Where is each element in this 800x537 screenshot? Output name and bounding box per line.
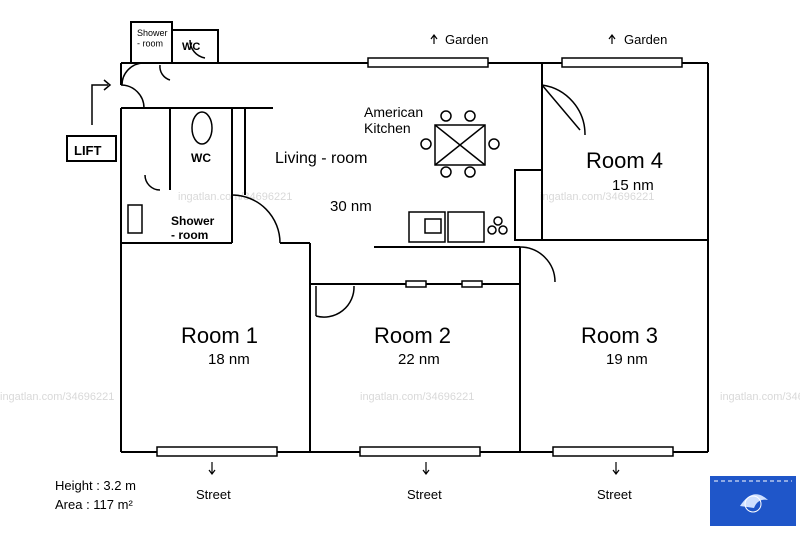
doors bbox=[120, 39, 586, 318]
shower-top-label: Shower- room bbox=[137, 28, 168, 48]
living-room-area: 30 nm bbox=[330, 198, 372, 215]
watermark: ingatlan.com/34696221 bbox=[0, 391, 114, 403]
watermark: ingatlan.com/34696221 bbox=[720, 391, 800, 403]
room3-area: 19 nm bbox=[606, 351, 648, 368]
lift-label: LIFT bbox=[74, 143, 101, 158]
agency-logo bbox=[710, 476, 796, 526]
room4-label: Room 4 bbox=[586, 148, 663, 173]
room1-area: 18 nm bbox=[208, 351, 250, 368]
dining-table bbox=[420, 110, 500, 178]
street-label-2: Street bbox=[407, 487, 442, 502]
street-label-1: Street bbox=[196, 487, 231, 502]
fixtures bbox=[127, 111, 508, 243]
wc-inner-label: WC bbox=[191, 151, 211, 165]
garden-label-left: Garden bbox=[445, 32, 488, 47]
room2-area: 22 nm bbox=[398, 351, 440, 368]
living-room-label: Living - room bbox=[275, 150, 367, 167]
wc-top-label: WC bbox=[182, 41, 200, 53]
room3-label: Room 3 bbox=[581, 323, 658, 348]
lift: LIFT bbox=[66, 79, 117, 162]
watermark: ingatlan.com/34696221 bbox=[540, 191, 654, 203]
street-label-3: Street bbox=[597, 487, 632, 502]
room4-area: 15 nm bbox=[612, 177, 654, 194]
watermark: ingatlan.com/34696221 bbox=[178, 191, 292, 203]
windows bbox=[156, 57, 683, 457]
shower-inner-label: Shower- room bbox=[171, 214, 215, 242]
height-info: Height : 3.2 m bbox=[55, 478, 136, 493]
room1-label: Room 1 bbox=[181, 323, 258, 348]
area-info: Area : 117 m² bbox=[55, 497, 133, 512]
garden-label-right: Garden bbox=[624, 32, 667, 47]
arrows bbox=[208, 34, 620, 475]
room2-label: Room 2 bbox=[374, 323, 451, 348]
watermark: ingatlan.com/34696221 bbox=[360, 391, 474, 403]
